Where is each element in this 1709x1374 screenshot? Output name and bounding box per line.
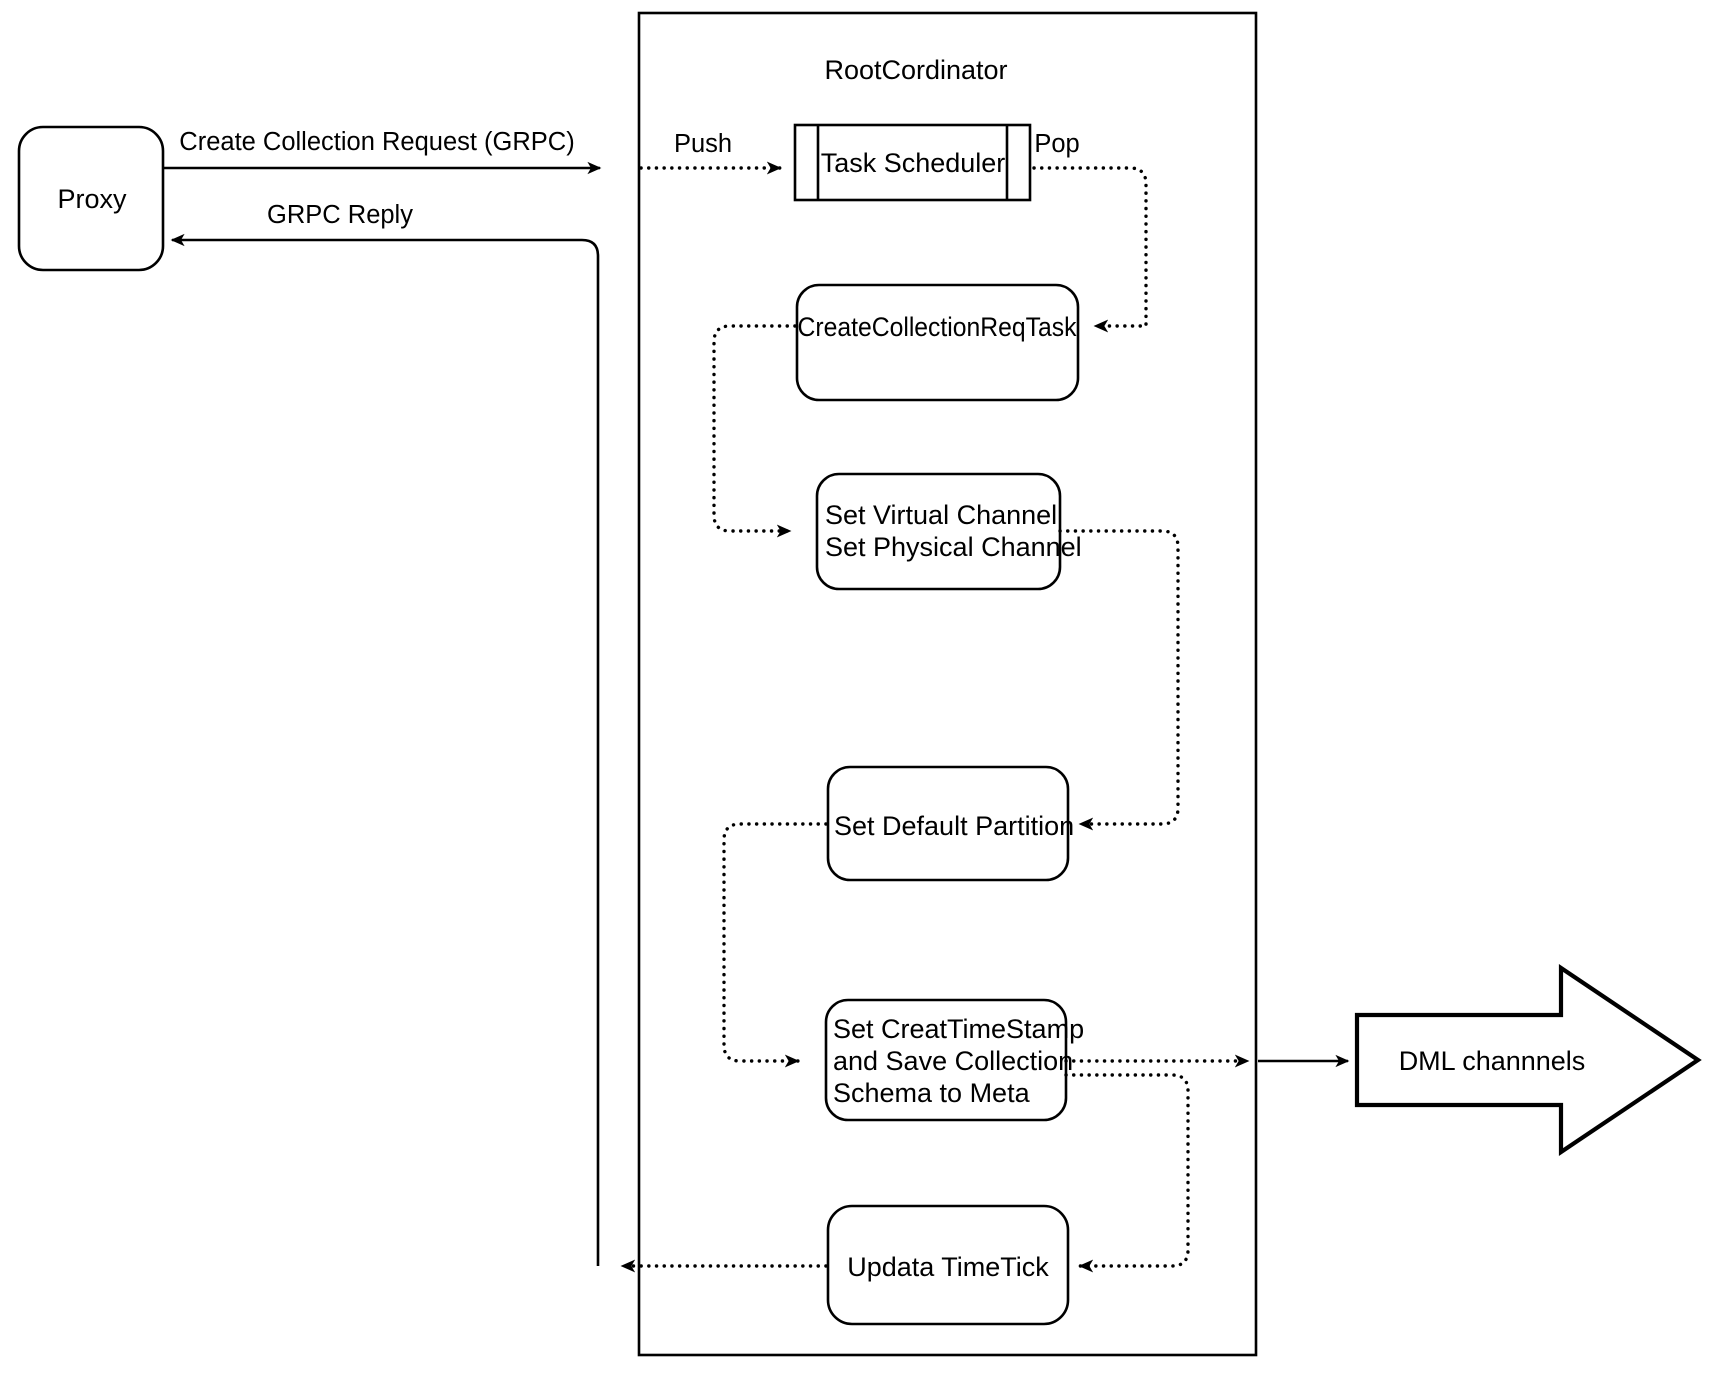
node-update-timetick-label: Updata TimeTick <box>847 1252 1049 1282</box>
node-proxy[interactable] <box>17 125 165 272</box>
edge-push-label: Push <box>674 130 732 158</box>
container-rootcoordinator <box>637 11 1258 1357</box>
node-proxy-label: Proxy <box>57 184 127 214</box>
node-dml-channels <box>1354 964 1702 1156</box>
edge-create-collection-request-label: Create Collection Request (GRPC) <box>179 128 574 156</box>
edge-task-to-channels <box>712 324 797 538</box>
edge-partition-to-timestamp <box>722 822 828 1068</box>
node-create-collection-req-task-label: CreateCollectionReqTask <box>798 312 1078 342</box>
node-set-create-timestamp-label-line1: Set CreatTimeStamp <box>833 1014 1084 1044</box>
container-rootcoordinator-label: RootCordinator <box>824 55 1007 85</box>
edge-pop-label: Pop <box>1034 130 1079 158</box>
node-set-channels-label-line1: Set Virtual Channel <box>825 500 1057 530</box>
node-set-create-timestamp-label-line2: and Save Collection <box>833 1046 1073 1076</box>
node-create-collection-req-task[interactable] <box>795 283 1080 402</box>
node-dml-channels-label: DML channnels <box>1399 1046 1586 1076</box>
edge-channels-to-partition <box>1058 529 1180 831</box>
node-set-create-timestamp-label-line3: Schema to Meta <box>833 1078 1031 1108</box>
node-task-scheduler[interactable] <box>793 123 1032 202</box>
edge-grpc-reply <box>170 233 600 1266</box>
edge-pop <box>1032 166 1148 333</box>
node-set-channels-label-line2: Set Physical Channel <box>825 532 1082 562</box>
node-update-timetick[interactable] <box>826 1204 1070 1326</box>
node-set-default-partition-label: Set Default Partition <box>834 811 1074 841</box>
node-set-default-partition[interactable] <box>826 765 1070 882</box>
edge-grpc-reply-label: GRPC Reply <box>267 201 413 229</box>
node-task-scheduler-label: Task Scheduler <box>821 148 1006 178</box>
